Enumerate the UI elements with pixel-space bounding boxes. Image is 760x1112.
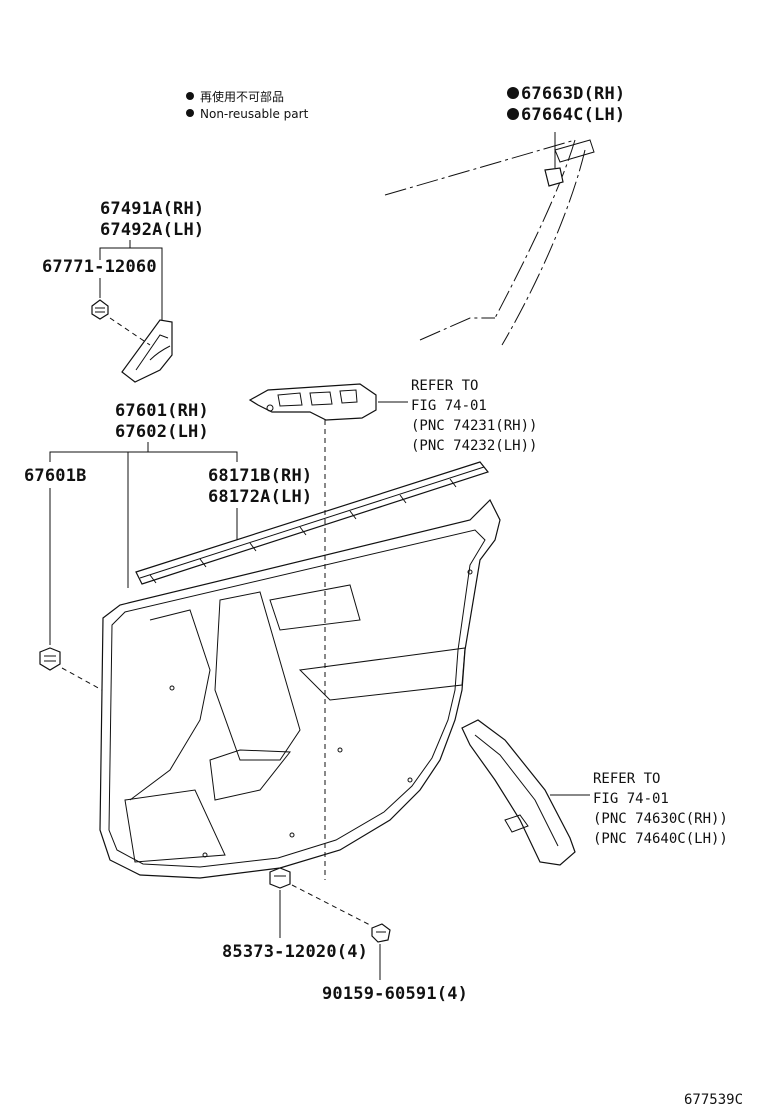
switch-pnc-lh-label: (PNC 74232(LH)) bbox=[411, 438, 537, 454]
window-frame-retainer-part bbox=[544, 167, 564, 187]
non-reusable-bullet-icon bbox=[186, 92, 194, 100]
cover-screw-part bbox=[91, 299, 109, 320]
weatherstrip-rh-label: 68171B(RH) bbox=[208, 466, 312, 486]
switch-refer-callout: REFER TO FIG 74-01 (PNC 74231(RH)) (PNC … bbox=[378, 378, 537, 454]
switch-refer-label: REFER TO bbox=[411, 378, 478, 394]
garnish-pnc-rh-label: (PNC 74630C(RH)) bbox=[593, 811, 728, 827]
panel-clip-part bbox=[39, 647, 103, 691]
cover-screw-label: 67771-12060 bbox=[42, 257, 157, 277]
garnish-fig-label: FIG 74-01 bbox=[593, 791, 669, 807]
bolt-label: 90159-60591(4) bbox=[322, 984, 468, 1004]
weatherstrip-lh-label: 68172A(LH) bbox=[208, 487, 312, 507]
legend: 再使用不可部品 Non-reusable part bbox=[186, 89, 309, 121]
retainer-rh-label: 67663D(RH) bbox=[521, 84, 625, 104]
window-frame-outline bbox=[384, 132, 595, 346]
cover-lh-label: 67492A(LH) bbox=[100, 220, 204, 240]
retainer-callout: 67663D(RH) 67664C(LH) bbox=[507, 84, 625, 125]
figure-number: 677539C bbox=[684, 1092, 743, 1108]
panel-callout: 67601(RH) 67602(LH) 67601B 68171B(RH) 68… bbox=[24, 401, 312, 645]
door-garnish-part bbox=[461, 719, 576, 866]
power-window-switch-base-part bbox=[248, 383, 377, 421]
nut-part bbox=[269, 867, 371, 938]
legend-english-text: Non-reusable part bbox=[200, 107, 309, 121]
non-reusable-bullet-icon bbox=[507, 87, 519, 99]
switch-pnc-rh-label: (PNC 74231(RH)) bbox=[411, 418, 537, 434]
switch-fig-label: FIG 74-01 bbox=[411, 398, 487, 414]
retainer-lh-label: 67664C(LH) bbox=[521, 105, 625, 125]
bolt-part bbox=[371, 923, 391, 980]
panel-clip-label: 67601B bbox=[24, 466, 87, 486]
mirror-cover-callout: 67491A(RH) 67492A(LH) 67771-12060 bbox=[42, 199, 204, 322]
garnish-refer-callout: REFER TO FIG 74-01 (PNC 74630C(RH)) (PNC… bbox=[550, 771, 728, 847]
non-reusable-bullet-icon bbox=[186, 109, 194, 117]
panel-lh-label: 67602(LH) bbox=[115, 422, 209, 442]
weatherstrip-part bbox=[135, 461, 490, 585]
mirror-cover-part bbox=[109, 317, 173, 383]
legend-japanese-text: 再使用不可部品 bbox=[200, 89, 284, 104]
door-trim-panel-part bbox=[99, 420, 501, 880]
cover-rh-label: 67491A(RH) bbox=[100, 199, 204, 219]
nut-label: 85373-12020(4) bbox=[222, 942, 368, 962]
non-reusable-bullet-icon bbox=[507, 108, 519, 120]
panel-rh-label: 67601(RH) bbox=[115, 401, 209, 421]
garnish-pnc-lh-label: (PNC 74640C(LH)) bbox=[593, 831, 728, 847]
garnish-refer-label: REFER TO bbox=[593, 771, 660, 787]
